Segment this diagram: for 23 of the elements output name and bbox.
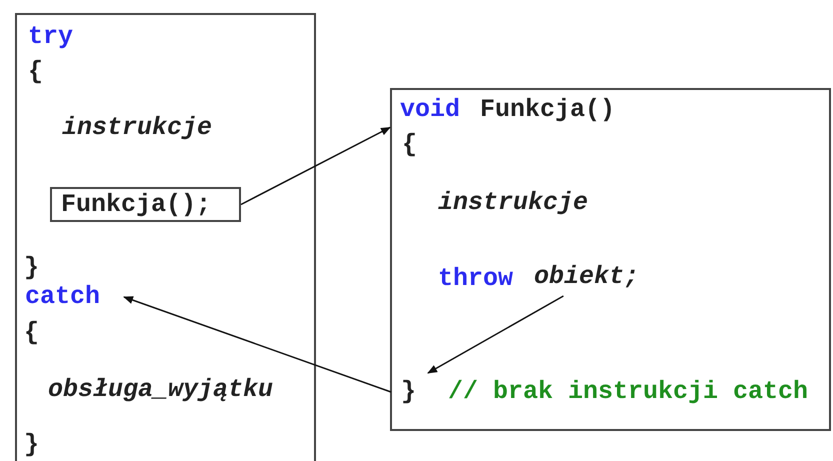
code-text: { bbox=[28, 57, 44, 87]
keyword-text: try bbox=[28, 22, 74, 52]
function-panel bbox=[390, 88, 831, 431]
placeholder-text: obiekt; bbox=[534, 262, 640, 292]
placeholder-text: instrukcje bbox=[62, 113, 212, 143]
keyword-text: catch bbox=[25, 282, 100, 312]
arrow bbox=[123, 296, 392, 393]
code-text: } bbox=[24, 430, 40, 460]
code-text: } bbox=[24, 253, 40, 283]
arrow bbox=[240, 126, 391, 206]
placeholder-text: instrukcje bbox=[438, 188, 588, 218]
code-text: { bbox=[24, 318, 40, 348]
keyword-text: throw bbox=[438, 264, 514, 294]
code-text: } bbox=[401, 377, 416, 407]
code-text: Funkcja(); bbox=[61, 190, 212, 220]
function-call-box bbox=[50, 187, 241, 222]
arrow bbox=[427, 295, 564, 374]
code-text: Funkcja() bbox=[480, 95, 616, 125]
keyword-text: void bbox=[400, 95, 460, 125]
code-text: { bbox=[402, 130, 418, 160]
code-block-panel bbox=[15, 13, 316, 461]
comment-text: // brak instrukcji catch bbox=[448, 377, 808, 407]
placeholder-text: obsługa_wyjątku bbox=[48, 375, 274, 405]
